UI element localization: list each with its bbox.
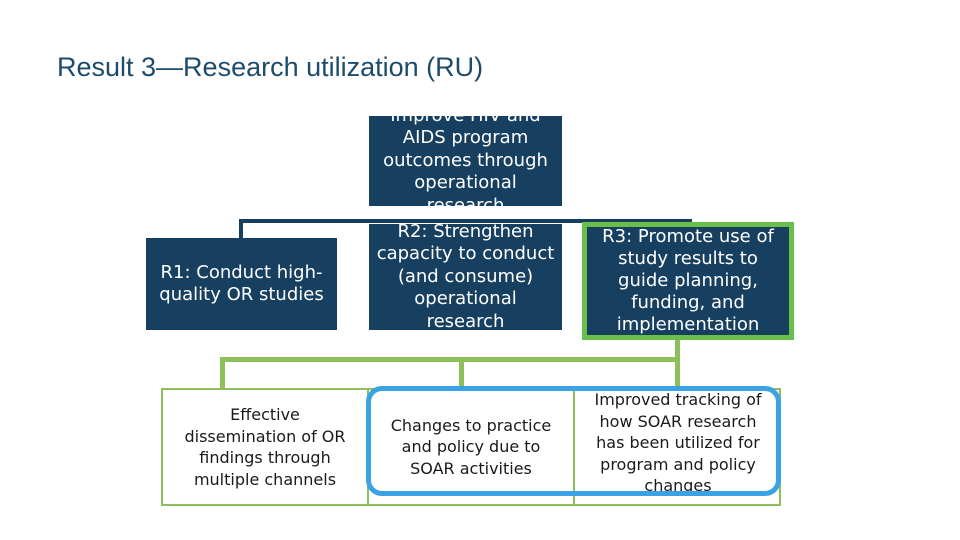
result-3-box: R3: Promote use of study results to guid… — [582, 222, 794, 340]
outcome-connector-2 — [459, 357, 464, 389]
outcome-connector-3 — [675, 357, 680, 389]
outcome-connector-horizontal — [220, 357, 680, 362]
result-1-text: R1: Conduct high-quality OR studies — [159, 262, 324, 305]
connector-r1 — [239, 219, 243, 239]
slide-title: Result 3—Research utilization (RU) — [57, 52, 484, 82]
highlight-frame — [366, 386, 781, 496]
outcome-1-cell: Effective dissemination of OR findings t… — [163, 390, 369, 504]
outcome-3-text: Improved tracking of how SOAR research h… — [594, 390, 762, 496]
outcome-connector-1 — [220, 357, 225, 389]
result-3-fill: R3: Promote use of study results to guid… — [587, 227, 789, 335]
result-3-text: R3: Promote use of study results to guid… — [602, 226, 774, 335]
goal-text: Improve HIV and AIDS program outcomes th… — [383, 116, 548, 206]
outcome-connector-vertical — [675, 340, 680, 360]
outcome-2-cell: Changes to practice and policy due to SO… — [369, 390, 575, 504]
goal-box: Improve HIV and AIDS program outcomes th… — [369, 116, 562, 206]
result-2-box: R2: Strengthen capacity to conduct (and … — [369, 224, 562, 330]
outcome-1-text: Effective dissemination of OR findings t… — [184, 405, 346, 489]
result-2-text: R2: Strengthen capacity to conduct (and … — [376, 224, 555, 330]
outcome-3-cell: Improved tracking of how SOAR research h… — [575, 390, 781, 504]
outcomes-row: Effective dissemination of OR findings t… — [161, 388, 781, 506]
result-1-box: R1: Conduct high-quality OR studies — [146, 238, 337, 330]
connector-horizontal — [240, 219, 691, 223]
outcome-2-text: Changes to practice and policy due to SO… — [390, 415, 552, 478]
